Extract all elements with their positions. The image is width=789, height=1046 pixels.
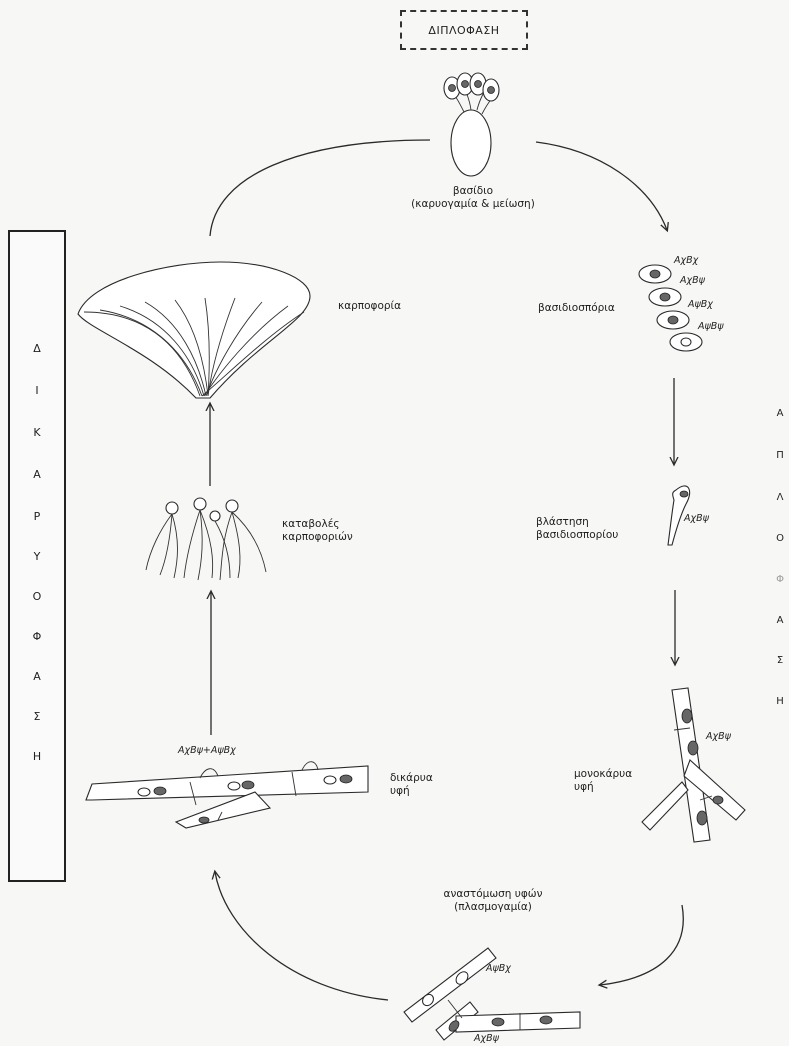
basidium-illustration xyxy=(444,73,499,176)
cycle-arrow xyxy=(210,140,430,236)
genotype-label: AχBψ xyxy=(706,730,731,743)
genotype-label: AχBψ+AψBχ xyxy=(178,744,236,757)
dikaryotic-hypha-label: δικάρυα υφή xyxy=(390,772,433,798)
anastomosis-label: αναστόμωση υφών (πλασμογαμία) xyxy=(418,888,568,914)
fruiting-body-illustration xyxy=(78,262,310,398)
cycle-arrow xyxy=(600,905,683,985)
genotype-label: AχBψ xyxy=(474,1032,499,1045)
cycle-arrow xyxy=(536,142,667,230)
germination-label: βλάστηση βασιδιοσπορίου xyxy=(536,516,618,542)
genotype-label: AψBψ xyxy=(698,320,724,333)
genotype-label: AχBψ xyxy=(680,274,705,287)
fruiting-body-label: καρποφορία xyxy=(338,300,401,313)
monokaryotic-hypha-label: μονοκάρυα υφή xyxy=(574,768,632,794)
monokaryotic-hypha-illustration xyxy=(642,688,745,842)
basidium-label: βασίδιο (καρυογαμία & μείωση) xyxy=(398,185,548,211)
primordia-label: καταβολές καρποφοριών xyxy=(282,518,353,544)
cycle-arrow xyxy=(215,872,388,1000)
genotype-label: AχBψ xyxy=(684,512,709,525)
genotype-label: AψBχ xyxy=(688,298,713,311)
genotype-label: AχBχ xyxy=(674,254,698,267)
genotype-label: AψBχ xyxy=(486,962,511,975)
basidiospores-label: βασιδιοσπόρια xyxy=(538,302,615,315)
primordia-illustration xyxy=(146,498,266,580)
dikaryotic-hypha-illustration xyxy=(86,762,368,828)
